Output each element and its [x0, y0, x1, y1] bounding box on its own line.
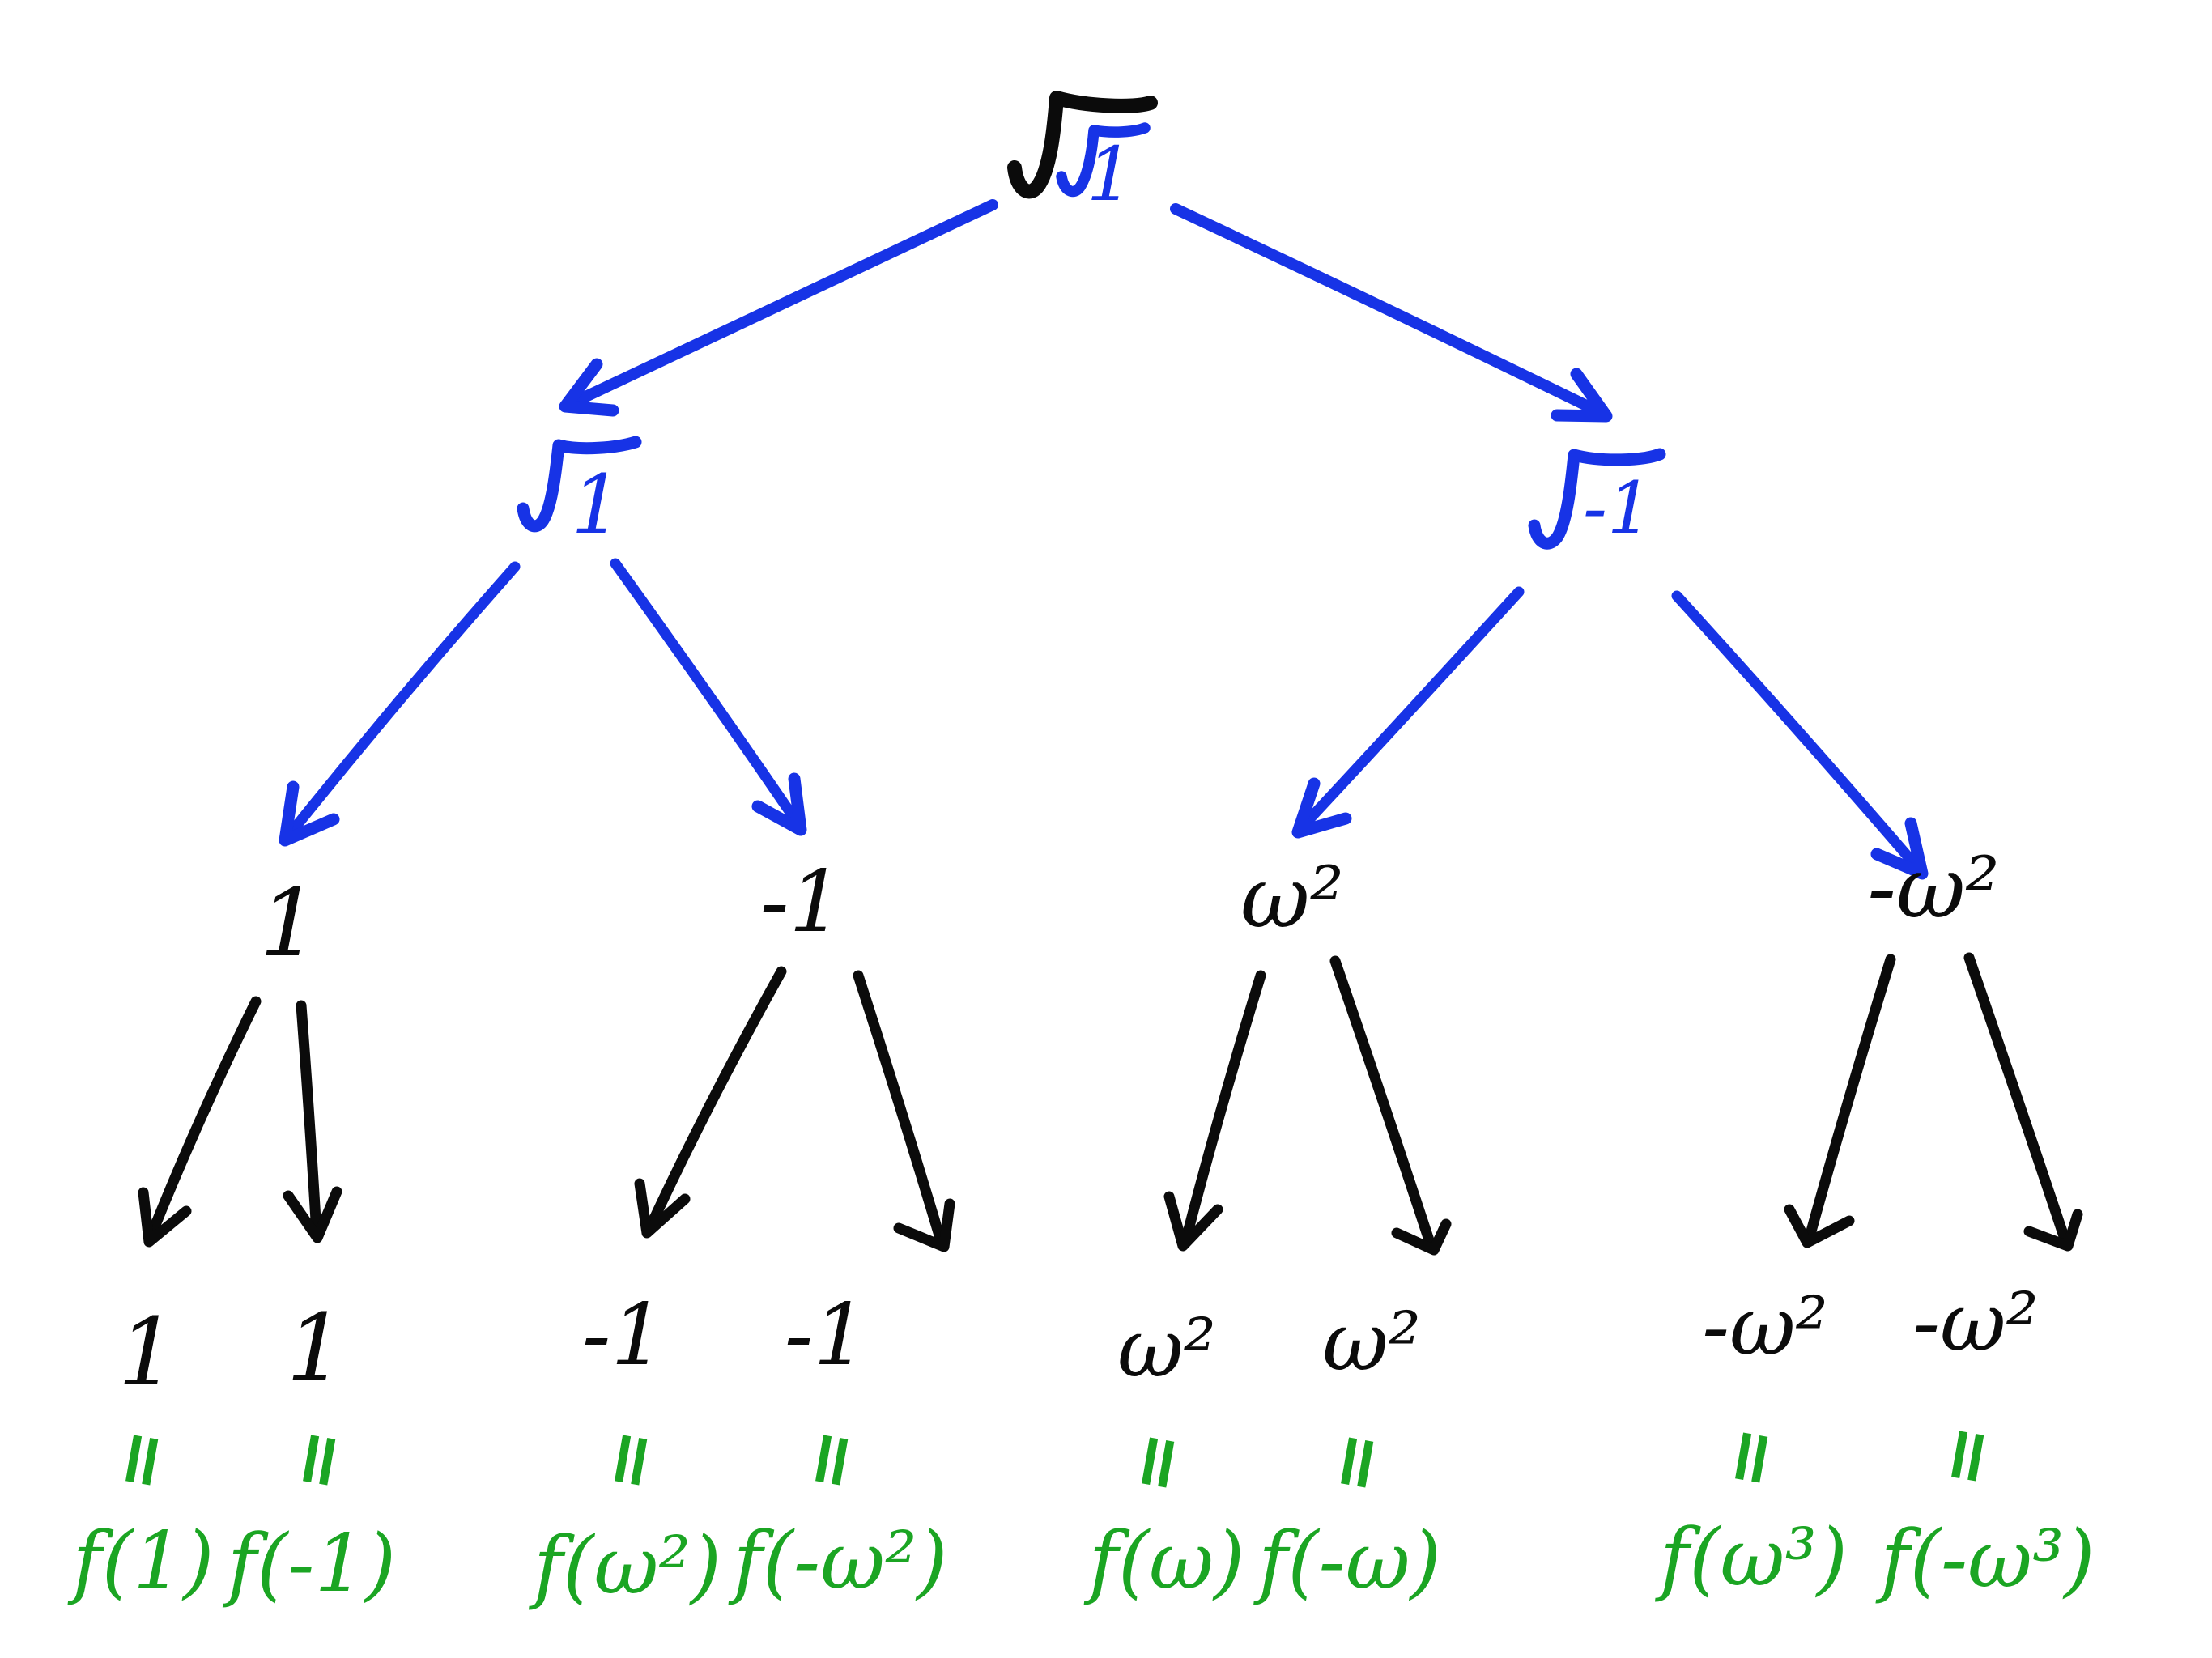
edge-w2-to-leaf6 [1329, 955, 1452, 1256]
leaf-result: f(-ω) [1253, 1516, 1441, 1608]
edge-1-to-leaf2-shaft [296, 1000, 322, 1239]
root-inner-radicand: 1 [1087, 131, 1134, 218]
edge-neg1-to-leaf3-arrowhead-icon [634, 1178, 691, 1239]
edge-sqrt1-to-1-arrowhead-icon [279, 780, 340, 847]
edge-neg1-to-leaf4-arrowhead-icon [893, 1198, 955, 1252]
leaf-result: f(1) [66, 1516, 214, 1608]
edge-sqrt1-to-neg1-arrowhead-icon [751, 772, 807, 836]
edge-sqrtneg1-to-w2-shaft [1295, 586, 1525, 835]
root-outer-radical-icon [1007, 91, 1158, 199]
edge-neg1-to-leaf4-shaft [853, 970, 947, 1249]
edge-w2-to-leaf5-arrowhead-icon [1163, 1191, 1223, 1252]
equals-mark: = [1916, 1418, 2014, 1494]
edge-w2-to-leaf6-shaft [1329, 955, 1437, 1253]
edge-1-to-leaf2-arrowhead-icon [283, 1186, 342, 1244]
leaf-value: ω² [1117, 1301, 1216, 1396]
equals-mark: = [268, 1422, 365, 1499]
edge-sqrtneg1-to-w2-arrowhead-icon [1291, 777, 1352, 839]
leaf-value: -ω² [1702, 1279, 1827, 1374]
leaf-result: f(-ω²) [727, 1516, 947, 1608]
sqrt1-radical-icon [517, 436, 642, 533]
node-negw2-label: -ω² [1867, 839, 1999, 937]
node-root-sqrt-sqrt-1: 1 [1007, 91, 1158, 218]
edge-negw2-to-leaf7 [1784, 954, 1896, 1248]
edge-negw2-to-leaf8-arrowhead-icon [2023, 1209, 2083, 1252]
leaf-result: f(ω²) [528, 1520, 721, 1613]
edge-w2-to-leaf6-arrowhead-icon [1391, 1218, 1452, 1256]
edge-sqrt1-to-neg1 [610, 558, 807, 836]
leaf-value: -ω² [1912, 1275, 2038, 1370]
edge-root-to-sqrt1-shaft [561, 199, 998, 411]
edge-sqrtneg1-to-negw2-arrowhead-icon [1870, 817, 1929, 880]
edge-1-to-leaf1 [138, 996, 262, 1248]
edge-negw2-to-leaf7-arrowhead-icon [1784, 1204, 1855, 1248]
edge-sqrt1-to-1 [279, 561, 521, 847]
node-1-label: 1 [259, 869, 318, 978]
leaf-result: f(-ω³) [1874, 1514, 2095, 1606]
edge-negw2-to-leaf7-shaft [1804, 954, 1896, 1243]
sqrtneg1-radicand: -1 [1583, 466, 1653, 550]
root-inner-radical-icon [1056, 122, 1151, 198]
edge-root-to-sqrtneg1-arrowhead-icon [1551, 368, 1613, 423]
edge-neg1-to-leaf3-shaft [644, 966, 787, 1235]
equals-mark: = [781, 1422, 878, 1499]
equals-mark: = [1107, 1424, 1204, 1501]
edge-sqrt1-to-neg1-shaft [610, 558, 806, 832]
edge-root-to-sqrt1 [559, 199, 998, 417]
node-w2-label: ω² [1240, 848, 1344, 947]
edge-root-to-sqrtneg1-shaft [1170, 203, 1610, 420]
edge-root-to-sqrtneg1 [1170, 203, 1613, 423]
edge-sqrtneg1-to-w2 [1291, 586, 1525, 839]
edge-w2-to-leaf5 [1163, 970, 1266, 1252]
sqrt1-radicand: 1 [571, 457, 623, 552]
edge-negw2-to-leaf8 [1963, 952, 2083, 1252]
equals-mark: = [1700, 1419, 1797, 1496]
edge-root-to-sqrt1-arrowhead-icon [559, 358, 619, 417]
edge-1-to-leaf2 [283, 1000, 342, 1244]
edge-negw2-to-leaf8-shaft [1963, 952, 2072, 1249]
leaf-result: f(ω³) [1654, 1512, 1848, 1605]
node-sqrt1: 1 [517, 436, 642, 552]
edge-neg1-to-leaf3 [634, 966, 787, 1239]
equals-mark: = [580, 1422, 677, 1499]
leaf-value: -1 [582, 1286, 665, 1384]
edge-1-to-leaf1-shaft [145, 996, 262, 1243]
edge-neg1-to-leaf4 [853, 970, 955, 1252]
leaf-value: 1 [286, 1295, 345, 1403]
sqrtneg1-radical-icon [1528, 448, 1666, 550]
equals-mark: = [1306, 1424, 1403, 1501]
leaf-result: f(ω) [1083, 1516, 1245, 1608]
edge-sqrtneg1-to-negw2-shaft [1671, 590, 1926, 877]
node-sqrtneg1: -1 [1528, 448, 1666, 550]
edge-sqrt1-to-1-shaft [282, 561, 521, 843]
leaf-value: ω² [1322, 1295, 1421, 1389]
node-neg1-label: -1 [760, 852, 843, 951]
leaf-value: 1 [117, 1299, 177, 1407]
edge-sqrtneg1-to-negw2 [1671, 590, 1929, 880]
edge-w2-to-leaf5-shaft [1180, 970, 1266, 1248]
equals-mark: = [91, 1422, 188, 1499]
leaf-value: -1 [785, 1286, 867, 1384]
leaf-result: f(-1) [222, 1518, 396, 1610]
edge-1-to-leaf1-arrowhead-icon [138, 1187, 192, 1248]
